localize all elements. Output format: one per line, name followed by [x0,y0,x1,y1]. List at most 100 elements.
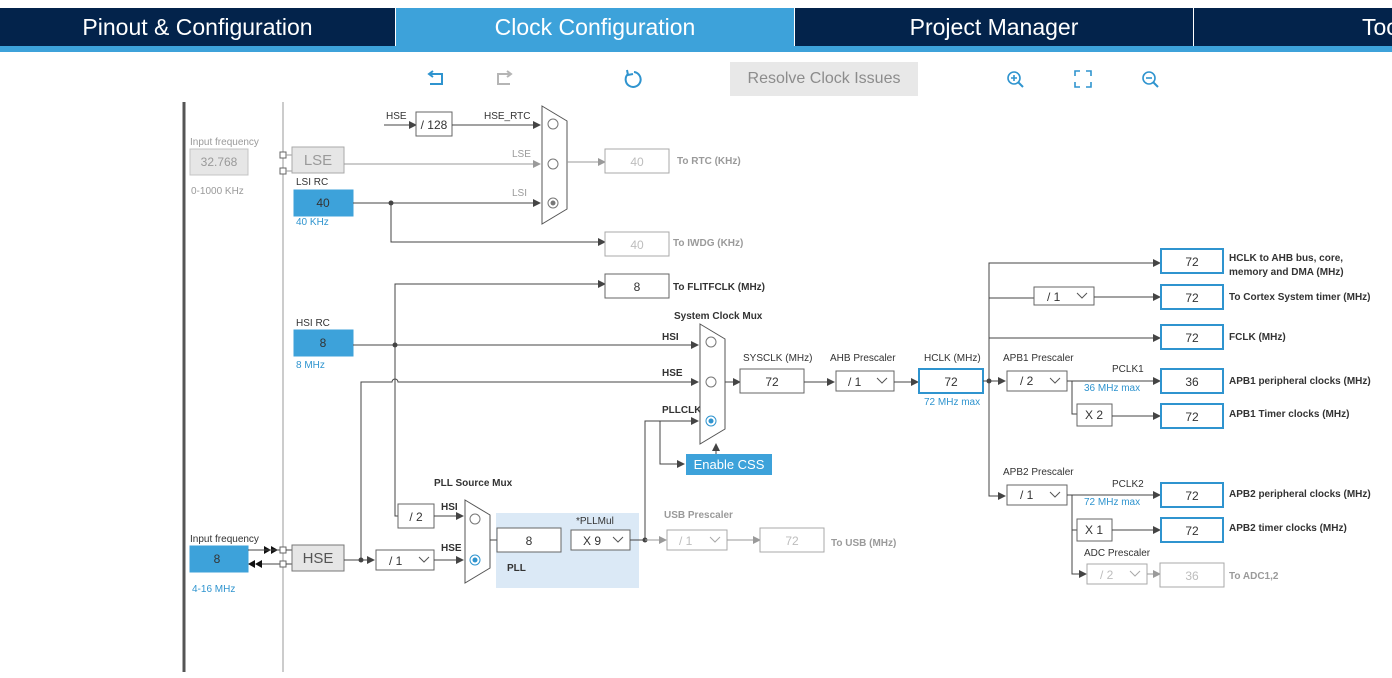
lse-input-caption: Input frequency [190,137,259,148]
ahb-prescaler-select[interactable] [835,370,895,392]
sysmux-radio-hse[interactable] [705,376,717,388]
apb1-periph-label: APB1 peripheral clocks (MHz) [1229,376,1371,387]
rtc-lse-label: LSE [512,149,531,160]
hse-input-range: 4-16 MHz [192,584,235,595]
hsi-oscillator[interactable] [293,329,354,357]
hclk-max: 72 MHz max [924,397,980,408]
apb2-periph-output[interactable] [1160,482,1224,508]
hclk-ahb-output[interactable] [1160,248,1224,274]
sysmux-radio-pllclk-dot [708,418,714,424]
sysclk-title: SYSCLK (MHz) [743,353,812,364]
pllmul-chevron-down-icon [612,536,624,543]
pllmux-radio-hsi[interactable] [469,513,481,525]
flitf-output-box [604,273,670,299]
pclk1-max: 36 MHz max [1084,383,1140,394]
usb-prescaler-select[interactable] [666,529,728,551]
hse-pin-links [286,549,292,565]
hclk-title: HCLK (MHz) [924,353,981,364]
lse-input-field[interactable] [189,148,249,176]
hse-label: HSE [303,550,334,567]
apb2-adc-wire [1071,530,1087,578]
apb1-timer-multiplier-value: X 2 [1085,408,1103,422]
apb1-chevron-down-icon [1049,377,1061,384]
zoom-in-icon[interactable] [1002,66,1028,92]
lsi-oscillator[interactable] [293,189,354,217]
hsi-value: 8 [320,336,327,350]
apb1-timer-output[interactable] [1160,403,1224,429]
rtc-mux-radio-hse[interactable] [547,118,559,130]
apb2-prescaler-select[interactable] [1006,484,1068,506]
hse-oscillator[interactable] [291,544,345,572]
zoom-out-icon[interactable] [1137,66,1163,92]
rtc-mux-radio-lse[interactable] [547,158,559,170]
adc-prescaler-select[interactable] [1086,563,1148,585]
tab-pinout-configuration[interactable]: Pinout & Configuration [82,14,313,40]
hsi-pll-wire [394,345,408,517]
apb2-periph-value: 72 [1185,489,1199,503]
hclk-input[interactable] [918,368,984,394]
redo-icon[interactable] [491,66,517,92]
apb2-timer-value: 72 [1185,524,1199,538]
hse-input-value: 8 [214,552,221,566]
apb1-timer-multiplier [1076,403,1113,427]
sysclk-value: 72 [765,375,779,389]
hse-sysmux-wire [360,378,699,560]
cortex-chevron-down-icon [1076,292,1088,299]
lse-input-value: 32.768 [201,155,238,169]
rtc-lsi-label: LSI [512,188,527,199]
flitf-output-label: To FLITFCLK (MHz) [673,282,765,293]
hsi-freq: 8 MHz [296,360,325,371]
rtc-mux-radio-lsi-dot [550,200,556,206]
usb-prescaler-value: / 1 [679,534,693,548]
resolve-clock-issues-button[interactable]: Resolve Clock Issues [730,62,918,96]
lsi-freq: 40 KHz [296,217,329,228]
pllmux-radio-hse-dot [472,557,478,563]
apb1-periph-output[interactable] [1160,368,1224,394]
tab-clock-configuration[interactable]: Clock Configuration [396,8,794,46]
hse-input-field[interactable] [189,545,249,573]
apb1-prescaler-value: / 2 [1020,374,1034,388]
hclk-value: 72 [944,375,958,389]
pllclk-css-wire [659,421,685,468]
sysmux-hse-label: HSE [662,368,683,379]
hse-rtc-label: HSE_RTC [484,111,531,122]
sysmux-title: System Clock Mux [674,311,763,322]
apb2-timer-output[interactable] [1160,517,1224,543]
ahb-chevron-down-icon [876,377,888,384]
iwdg-output-value: 40 [630,238,644,252]
rtc-hse-divider[interactable] [415,111,453,137]
apb2-prescaler-title: APB2 Prescaler [1003,467,1074,478]
rtc-output-box [604,148,670,174]
apb1-timer-label: APB1 Timer clocks (MHz) [1229,409,1349,420]
pllmul-label: *PLLMul [576,516,614,527]
pclk1-title: PCLK1 [1112,364,1144,375]
pclk2-max: 72 MHz max [1084,497,1140,508]
sysmux-hsi-label: HSI [662,332,679,343]
flitf-output-value: 8 [634,280,641,294]
pllmux-hsi-label: HSI [441,502,458,513]
lse-pin-in [279,151,287,159]
fit-to-screen-icon[interactable] [1070,66,1096,92]
apb1-prescaler-select[interactable] [1006,370,1068,392]
apb1-timer-value: 72 [1185,410,1199,424]
lse-oscillator[interactable] [291,146,345,174]
sysclk-box[interactable] [739,368,805,394]
tab-separator [794,8,795,46]
pllmux-hse-label: HSE [441,543,462,554]
cortex-divider-select[interactable] [1033,286,1095,306]
tab-separator [395,8,396,46]
fclk-output[interactable] [1160,324,1224,350]
usb-output-box [759,527,825,553]
sysmux-radio-hsi[interactable] [705,336,717,348]
cortex-output-value: 72 [1185,291,1199,305]
tab-project-manager[interactable]: Project Manager [909,14,1079,40]
usb-chevron-down-icon [709,536,721,543]
enable-css-button[interactable] [686,454,772,475]
ahb-prescaler-value: / 1 [848,375,862,389]
reset-icon[interactable] [620,66,646,92]
lsi-value: 40 [316,196,330,210]
undo-icon[interactable] [423,66,449,92]
hse-div-chevron-down-icon [418,556,430,563]
tab-tools[interactable]: Tools [1362,14,1392,40]
cortex-output[interactable] [1160,284,1224,310]
